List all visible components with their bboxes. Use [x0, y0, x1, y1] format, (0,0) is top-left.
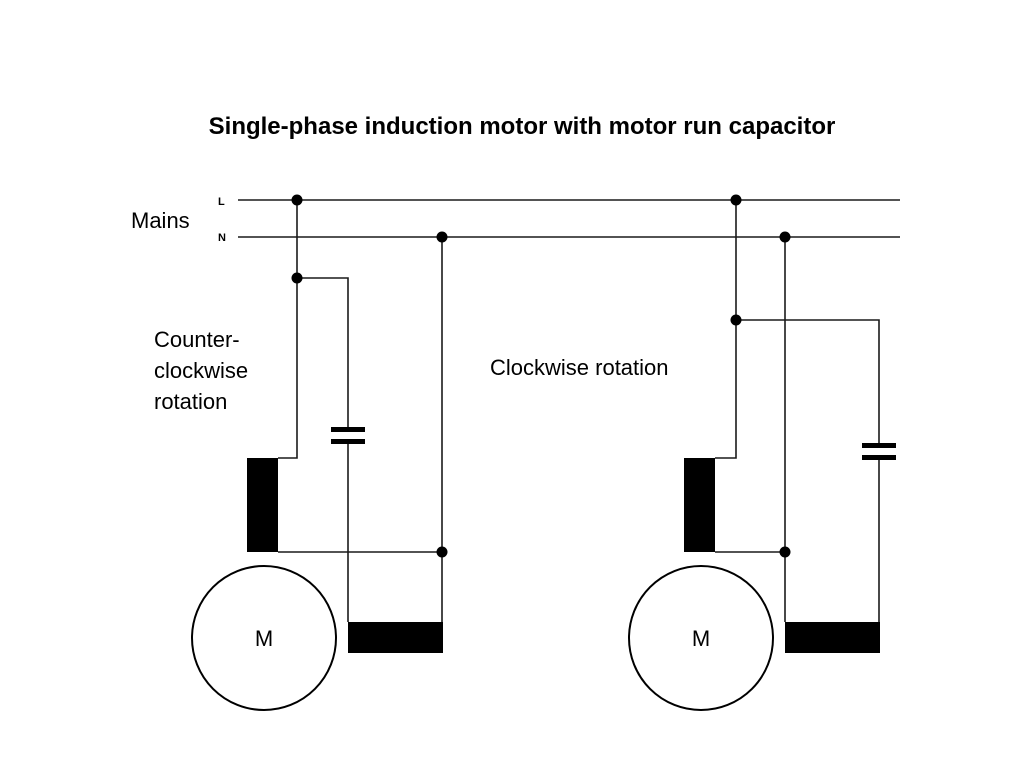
capacitor-plate-top: [331, 427, 365, 432]
line-feed-wire: [278, 200, 298, 459]
motor-symbol: [628, 565, 774, 711]
junction-dot: [436, 231, 448, 243]
junction-dot: [291, 272, 303, 284]
rotation-label-line-1: Counter-: [154, 327, 240, 352]
motor-label: M: [255, 626, 273, 651]
junction-dot: [730, 314, 742, 326]
line-rail-label: L: [218, 196, 225, 208]
motor-label: M: [692, 626, 710, 651]
rotation-label-line-3: rotation: [154, 389, 227, 414]
junction-dot: [291, 194, 303, 206]
main-winding: [247, 458, 278, 552]
mains-label: Mains: [131, 208, 190, 233]
circuit-clockwise: M Clockwise rotation: [490, 194, 896, 711]
auxiliary-winding: [785, 622, 880, 653]
motor-symbol: [191, 565, 337, 711]
junction-dot: [436, 546, 448, 558]
junction-dot: [779, 546, 791, 558]
junction-dot: [730, 194, 742, 206]
rotation-label-line-2: clockwise: [154, 358, 248, 383]
capacitor-plate-bottom: [862, 455, 896, 460]
circuit-counter-clockwise: M Counter- clockwise rotation: [154, 194, 448, 711]
capacitor-feed-wire: [736, 319, 880, 443]
junction-dot: [779, 231, 791, 243]
main-winding: [684, 458, 715, 552]
capacitor-plate-bottom: [331, 439, 365, 444]
auxiliary-winding: [348, 622, 443, 653]
diagram-title: Single-phase induction motor with motor …: [209, 113, 836, 140]
rotation-label: Clockwise rotation: [490, 355, 669, 380]
capacitor-plate-top: [862, 443, 896, 448]
capacitor-feed-wire: [297, 277, 349, 427]
neutral-rail-label: N: [218, 232, 226, 244]
line-feed-wire: [715, 200, 737, 459]
